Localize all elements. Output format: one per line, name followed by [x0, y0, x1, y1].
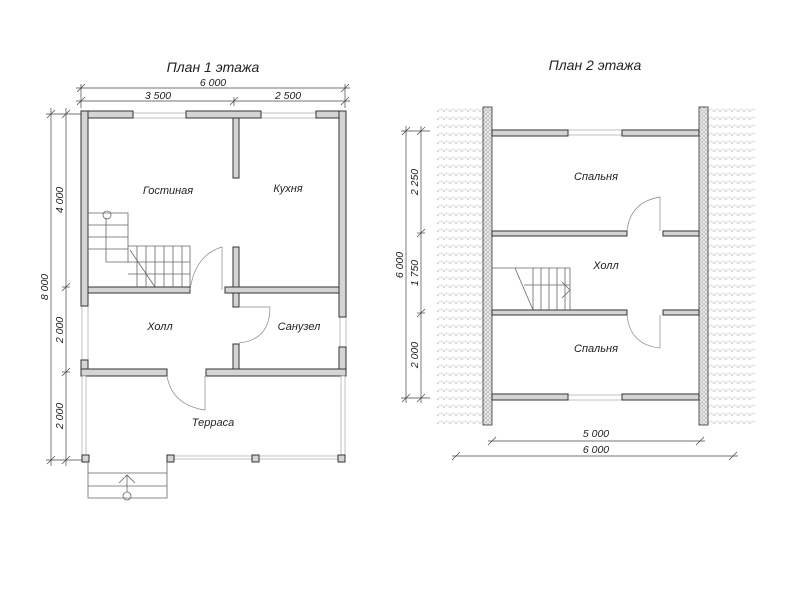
- plan-2-floor: План 2 этажа: [394, 57, 755, 461]
- dim-2-depth-1: 2 250: [409, 169, 421, 196]
- dim-total-width: 6 000: [200, 77, 226, 89]
- wall-left: [482, 106, 493, 426]
- staircase-2: [492, 267, 571, 311]
- room-label-bathroom: Санузел: [278, 321, 321, 333]
- room-label-terrace: Терраса: [192, 417, 234, 429]
- dim-depth-3: 2 000: [54, 403, 66, 430]
- dim-width-right: 2 500: [274, 90, 301, 102]
- plan-2-left-dimensions: 6 000 2 250 1 750 2 000: [394, 126, 430, 403]
- wall-right: [698, 106, 709, 426]
- plan-1-floor: План 1 этажа 6 000 3 500 2 500 8 000 4 0…: [39, 59, 350, 501]
- room-label-bedroom-bottom: Спальня: [574, 343, 618, 355]
- dim-width-left: 3 500: [145, 90, 171, 102]
- plan-2-bottom-dimensions: 5 000 6 000: [451, 428, 738, 461]
- room-label-living: Гостиная: [143, 185, 193, 197]
- room-label-bedroom-top: Спальня: [574, 171, 618, 183]
- entrance-steps: [87, 462, 168, 501]
- terrace: [81, 375, 346, 463]
- plan-1-left-dimensions: 8 000 4 000 2 000 2 000: [39, 108, 86, 466]
- dim-depth-1: 4 000: [54, 187, 66, 213]
- dim-2-total-width: 6 000: [583, 444, 609, 456]
- staircase-1: [88, 210, 191, 288]
- plan-2-title: План 2 этажа: [549, 57, 642, 73]
- dim-2-depth-2: 1 750: [409, 260, 421, 286]
- room-label-kitchen: Кухня: [273, 183, 302, 195]
- plan-1-top-dimensions: 6 000 3 500 2 500: [76, 77, 350, 108]
- room-label-hall-2: Холл: [592, 260, 618, 272]
- dim-depth-2: 2 000: [54, 317, 66, 344]
- plan-1-walls: [80, 110, 347, 377]
- dim-2-inner-width: 5 000: [583, 428, 609, 440]
- dim-total-depth: 8 000: [39, 274, 51, 300]
- dim-2-total-depth: 6 000: [394, 252, 406, 278]
- roof-left: [437, 107, 483, 425]
- room-label-hall: Холл: [146, 321, 172, 333]
- roof-right: [707, 107, 755, 425]
- dim-2-depth-3: 2 000: [409, 342, 421, 369]
- plan-1-title: План 1 этажа: [167, 59, 260, 75]
- plan-2-walls: [491, 129, 700, 401]
